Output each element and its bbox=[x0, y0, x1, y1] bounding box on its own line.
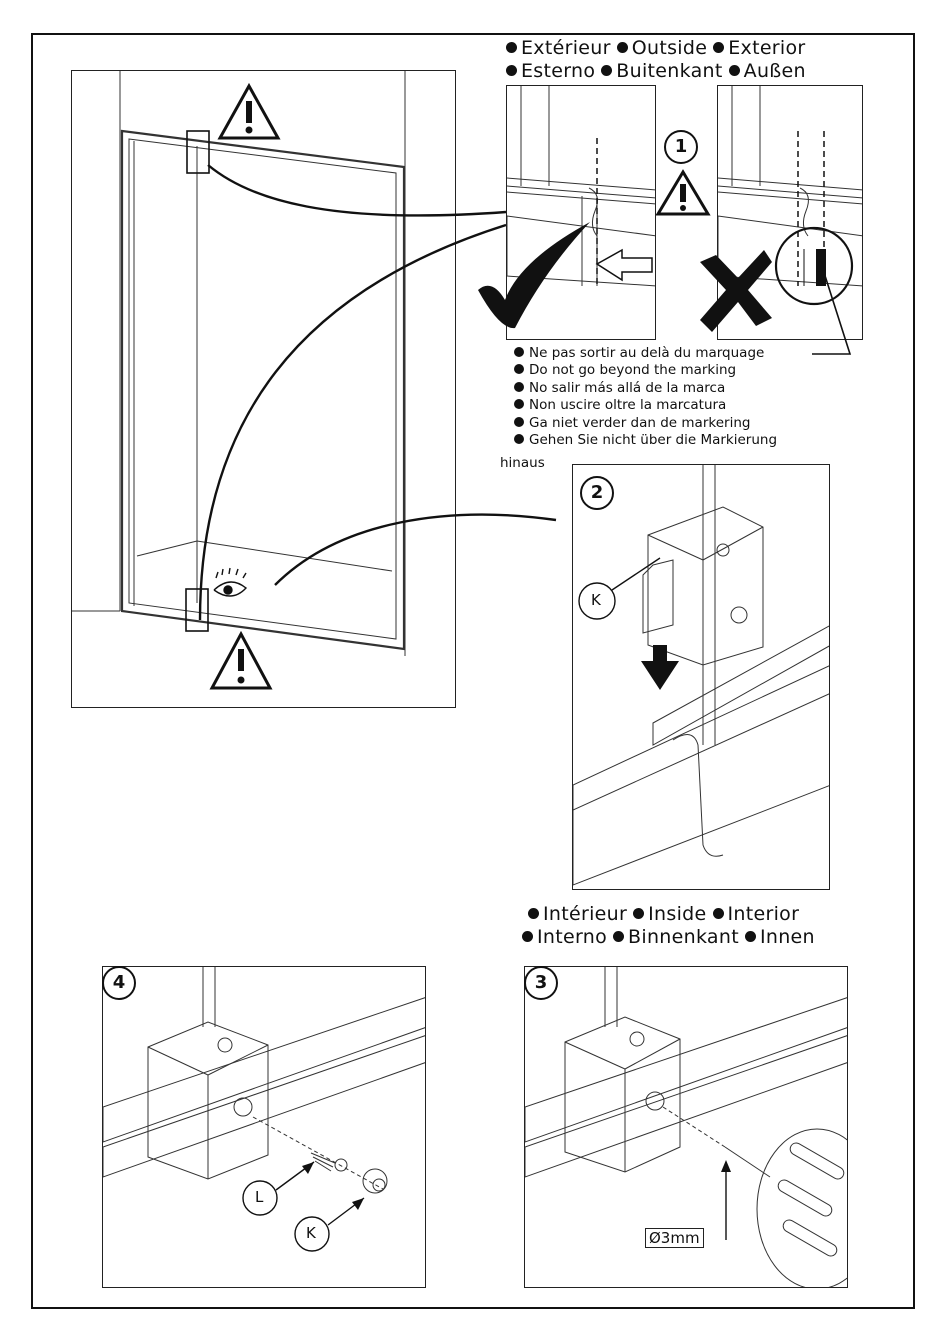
step2-panel bbox=[572, 464, 830, 890]
lang-bullet-i bbox=[506, 64, 517, 76]
warning-text: Ne pas sortir au delà du marquage bbox=[529, 345, 765, 361]
warning-text: No salir más allá de la marca bbox=[529, 379, 726, 396]
step-3-badge: 3 bbox=[524, 966, 558, 1000]
drill-size-label: Ø3mm bbox=[645, 1228, 704, 1248]
lang-bullet-i bbox=[522, 930, 533, 942]
label-l-step4: L bbox=[255, 1188, 264, 1206]
warning-tail: hinaus bbox=[500, 455, 545, 471]
outside-label-nl: Buitenkant bbox=[616, 60, 723, 82]
lang-bullet-d bbox=[744, 930, 756, 942]
step-2-badge: 2 bbox=[580, 476, 614, 510]
label-k-step4: K bbox=[306, 1224, 316, 1242]
lang-bullet-gb bbox=[633, 907, 645, 919]
step-1-badge: 1 bbox=[664, 130, 698, 164]
warning-text: Ga niet verder dan de markering bbox=[529, 414, 751, 431]
warning-item-e: No salir más allá de la marca bbox=[514, 380, 725, 397]
warning-text: Non uscire oltre la marcatura bbox=[529, 397, 727, 414]
lang-bullet-gb bbox=[514, 364, 524, 375]
door-overview-panel bbox=[71, 70, 456, 708]
inside-label-d: Innen bbox=[759, 926, 815, 948]
outside-label-e: Exterior bbox=[728, 37, 806, 59]
lang-bullet-gb bbox=[616, 41, 628, 53]
lang-bullet-e bbox=[514, 381, 524, 392]
header-inside-line2: Interno Binnenkant Innen bbox=[516, 926, 815, 948]
inside-label-gb: Inside bbox=[648, 903, 707, 925]
header-outside-line2: Esterno Buitenkant Außen bbox=[500, 60, 806, 82]
lang-bullet-d bbox=[514, 434, 524, 444]
inside-label-f: Intérieur bbox=[543, 903, 628, 925]
inside-label-i: Interno bbox=[537, 926, 608, 948]
lang-bullet-e bbox=[712, 907, 724, 919]
lang-bullet-nl bbox=[601, 64, 613, 76]
lang-bullet-nl bbox=[514, 416, 524, 427]
lang-bullet-f bbox=[506, 41, 517, 53]
warning-item-f: Ne pas sortir au delà du marquage bbox=[514, 345, 764, 362]
arrow-down-icon bbox=[641, 645, 679, 690]
warning-text: Gehen Sie nicht über die Markierung bbox=[529, 432, 778, 448]
warning-item-i: Non uscire oltre la marcatura bbox=[514, 397, 726, 414]
warning-item-d: Gehen Sie nicht über die Markierung bbox=[514, 432, 777, 449]
lang-bullet-i bbox=[514, 399, 524, 410]
warning-item-nl: Ga niet verder dan de markering bbox=[514, 415, 750, 432]
step4-panel bbox=[102, 966, 426, 1288]
lang-bullet-f bbox=[514, 347, 524, 357]
outside-label-f: Extérieur bbox=[521, 37, 611, 59]
page-frame bbox=[31, 33, 915, 1309]
header-inside-line1: Intérieur Inside Interior bbox=[522, 903, 799, 925]
outside-label-gb: Outside bbox=[631, 37, 708, 59]
lang-bullet-nl bbox=[613, 930, 625, 942]
outside-label-d: Außen bbox=[743, 60, 806, 82]
lang-bullet-d bbox=[728, 64, 740, 76]
outside-label-i: Esterno bbox=[521, 60, 596, 82]
inside-label-e: Interior bbox=[727, 903, 800, 925]
header-outside-line1: Extérieur Outside Exterior bbox=[500, 37, 806, 59]
step-4-badge: 4 bbox=[102, 966, 136, 1000]
lang-bullet-e bbox=[713, 41, 725, 53]
label-k-step2: K bbox=[591, 591, 601, 609]
step1-correct-panel bbox=[506, 85, 656, 340]
lang-bullet-f bbox=[528, 907, 539, 919]
step1-wrong-panel bbox=[717, 85, 863, 340]
inside-label-nl: Binnenkant bbox=[628, 926, 739, 948]
warning-item-gb: Do not go beyond the marking bbox=[514, 362, 736, 379]
warning-text: Do not go beyond the marking bbox=[529, 362, 737, 379]
